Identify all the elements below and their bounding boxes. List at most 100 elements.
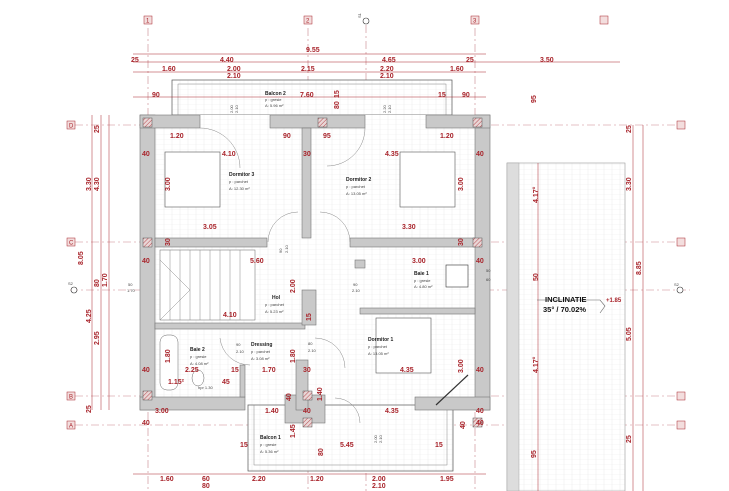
svg-text:50: 50 [533,273,540,281]
svg-text:A: 4.08 m²: A: 4.08 m² [190,361,209,366]
svg-text:8.05: 8.05 [78,251,85,265]
svg-text:p : gresie: p : gresie [260,442,277,447]
roof-slope-value: 35° / 70.02% [543,305,586,314]
svg-text:4.30: 4.30 [94,177,101,191]
svg-text:40: 40 [142,151,150,158]
svg-text:2.10: 2.10 [380,73,394,80]
stairs [159,249,256,321]
svg-text:9.55: 9.55 [306,47,320,54]
svg-text:p : parchet: p : parchet [251,349,271,354]
svg-text:3.00: 3.00 [458,177,465,191]
svg-text:90: 90 [462,92,470,99]
svg-text:30: 30 [303,151,311,158]
svg-text:2.20: 2.20 [382,104,387,113]
left-dimensions: 25 3.30 4.30 8.05 4.25 2.95 80 1.70 25 [78,115,110,413]
room-dormitor-2: Dormitor 2 p : parchet A: 13.05 m² [346,177,372,196]
svg-text:2.10: 2.10 [284,244,289,253]
svg-text:80: 80 [308,341,313,346]
svg-text:A: 3.08 m²: A: 3.08 m² [251,356,270,361]
room-balcon-1: Balcon 1 p : gresie A: 5.36 m² [260,435,281,454]
axis-label: C [69,241,74,247]
svg-text:4.40: 4.40 [220,57,234,64]
svg-text:2.95: 2.95 [94,331,101,345]
svg-text:1.80: 1.80 [165,349,172,363]
svg-text:4.35: 4.35 [385,408,399,415]
svg-text:15: 15 [306,313,313,321]
svg-text:30: 30 [458,238,465,246]
svg-text:30: 30 [303,367,311,374]
svg-text:1.20: 1.20 [170,133,184,140]
svg-text:1.80: 1.80 [290,349,297,363]
svg-text:3.30: 3.30 [86,177,93,191]
svg-text:p : parchet: p : parchet [265,302,285,307]
room-balcon-2: Balcon 2 p : gresie A: 5.96 m² [265,91,286,108]
svg-text:1.15²: 1.15² [168,379,185,386]
room-dormitor-3: Dormitor 3 p : parchet A: 12.30 m² [229,172,255,191]
svg-text:40: 40 [142,367,150,374]
section-label: S1 [357,12,362,18]
svg-text:3.00: 3.00 [165,177,172,191]
svg-text:Baie 1: Baie 1 [414,271,429,277]
svg-text:95: 95 [531,450,538,458]
right-dimensions: 25 3.30 8.85 5.05 25 95 95 [531,95,643,458]
svg-text:p : gresie: p : gresie [190,354,207,359]
svg-text:5.45: 5.45 [340,442,354,449]
svg-text:2.20: 2.20 [380,66,394,73]
svg-text:Dormitor 2: Dormitor 2 [346,177,372,183]
svg-text:1.70: 1.70 [262,367,276,374]
svg-text:A: 13.05 m²: A: 13.05 m² [346,191,367,196]
svg-text:40: 40 [303,408,311,415]
svg-text:25: 25 [626,125,633,133]
axis-markers: 1 2 3 S1 D C B A S2 S2 [66,12,686,430]
svg-text:60: 60 [202,476,210,483]
svg-text:Hol: Hol [272,295,281,301]
axis-label: D [69,124,74,130]
svg-text:3.50: 3.50 [540,57,554,64]
section-label: S2 [68,281,74,286]
bottom-dimensions: 1.60 60 80 2.20 1.20 2.00 2.10 1.95 [133,473,486,490]
svg-text:1.40: 1.40 [265,408,279,415]
svg-text:Dormitor 1: Dormitor 1 [368,337,394,343]
svg-text:2.20: 2.20 [252,476,266,483]
svg-text:2.10: 2.10 [372,483,386,490]
svg-text:25: 25 [131,57,139,64]
row-markers-right [676,120,686,430]
svg-text:80: 80 [318,448,325,456]
svg-text:p : parchet: p : parchet [229,179,249,184]
svg-text:40: 40 [286,393,293,401]
svg-text:4.17°: 4.17° [532,356,540,373]
svg-text:3.00: 3.00 [458,359,465,373]
room-hol: Hol p : parchet A: 5.23 m² [265,295,285,314]
svg-text:p : parchet: p : parchet [346,184,366,189]
svg-text:80: 80 [94,279,101,287]
svg-text:3.00: 3.00 [412,258,426,265]
balcony-1 [247,404,454,472]
svg-text:2.25: 2.25 [185,367,199,374]
svg-text:15: 15 [438,92,446,99]
svg-text:3.30: 3.30 [626,177,633,191]
svg-text:90: 90 [283,133,291,140]
svg-text:1.20: 1.20 [440,133,454,140]
svg-text:3.30: 3.30 [402,224,416,231]
building [139,79,491,472]
svg-text:45: 45 [222,379,230,386]
svg-text:5.60: 5.60 [250,258,264,265]
svg-text:A: 4.80 m²: A: 4.80 m² [414,284,433,289]
svg-text:90: 90 [353,282,358,287]
balcony-2 [171,79,453,116]
svg-text:2.10: 2.10 [378,434,383,443]
bed-dormitor-2 [399,151,456,208]
shower [445,264,469,288]
row-markers-left: D C B A [66,120,76,430]
svg-text:p : parchet: p : parchet [368,344,388,349]
svg-text:95: 95 [323,133,331,140]
roof-slope-label: INCLINATIE [545,295,587,304]
svg-text:2.10: 2.10 [234,104,239,113]
svg-text:50: 50 [128,282,133,287]
svg-text:95: 95 [531,95,538,103]
svg-text:2.00: 2.00 [227,66,241,73]
room-baie-1: Baie 1 p : gresie A: 4.80 m² [414,271,433,289]
svg-text:Balcon 1: Balcon 1 [260,435,281,441]
svg-text:2.10: 2.10 [227,73,241,80]
